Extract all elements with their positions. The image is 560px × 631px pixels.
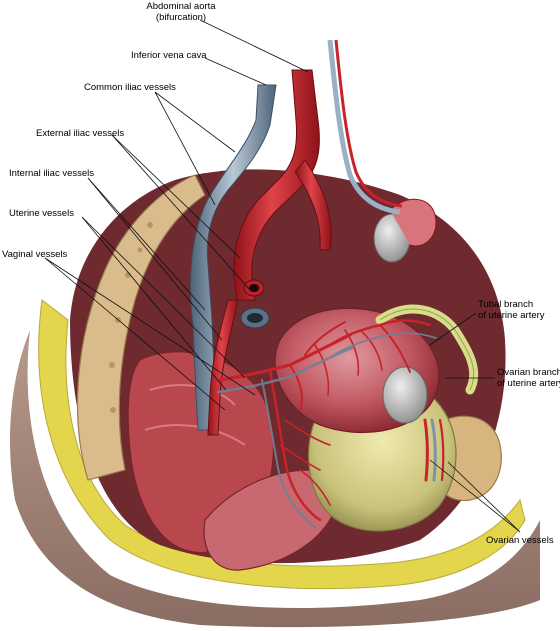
- label-inferior-vena-cava: Inferior vena cava: [131, 50, 207, 61]
- inferior-vena-cava-shape: [190, 84, 277, 431]
- internal-iliac-artery: [207, 299, 239, 436]
- label-external-iliac-vessels: External iliac vessels: [36, 128, 125, 139]
- label-vaginal-vessels: Vaginal vessels: [2, 249, 68, 260]
- abdominal-aorta-subtext: (bifurcation): [155, 12, 207, 23]
- label-ovarian-branch: Ovarian branch of uterine artery: [497, 367, 560, 389]
- aorta-right-branch: [294, 159, 332, 251]
- body-wall-skin: [10, 330, 540, 628]
- tubal-branch-text: Tubal branch: [478, 299, 534, 310]
- label-tubal-branch: Tubal branch of uterine artery: [478, 299, 545, 321]
- label-common-iliac-vessels: Common iliac vessels: [84, 82, 176, 93]
- ovarian-vessels-lower: [423, 418, 445, 482]
- label-internal-iliac-vessels: Internal iliac vessels: [9, 168, 95, 179]
- abdominal-aorta-shape: [233, 69, 320, 301]
- uterine-artery-branches: [218, 319, 432, 522]
- ovarian-vessels-upper: [327, 39, 401, 215]
- ovarian-branch-subtext: of uterine artery: [497, 378, 560, 389]
- label-uterine-vessels: Uterine vessels: [9, 208, 74, 219]
- subcutaneous-fat: [38, 299, 526, 590]
- tubal-branch-subtext: of uterine artery: [478, 310, 545, 321]
- ovary-lower: [382, 366, 428, 424]
- ovarian-branch-text: Ovarian branch: [497, 367, 560, 378]
- label-abdominal-aorta: Abdominal aorta (bifurcation): [134, 1, 228, 23]
- upper-fimbria: [389, 198, 437, 247]
- sacrum-bone: [76, 174, 206, 481]
- uterine-vein-branches: [216, 332, 437, 529]
- leader-lines: [44, 19, 521, 533]
- label-ovarian-vessels: Ovarian vessels: [486, 535, 554, 546]
- abdominal-aorta-text: Abdominal aorta: [146, 1, 216, 12]
